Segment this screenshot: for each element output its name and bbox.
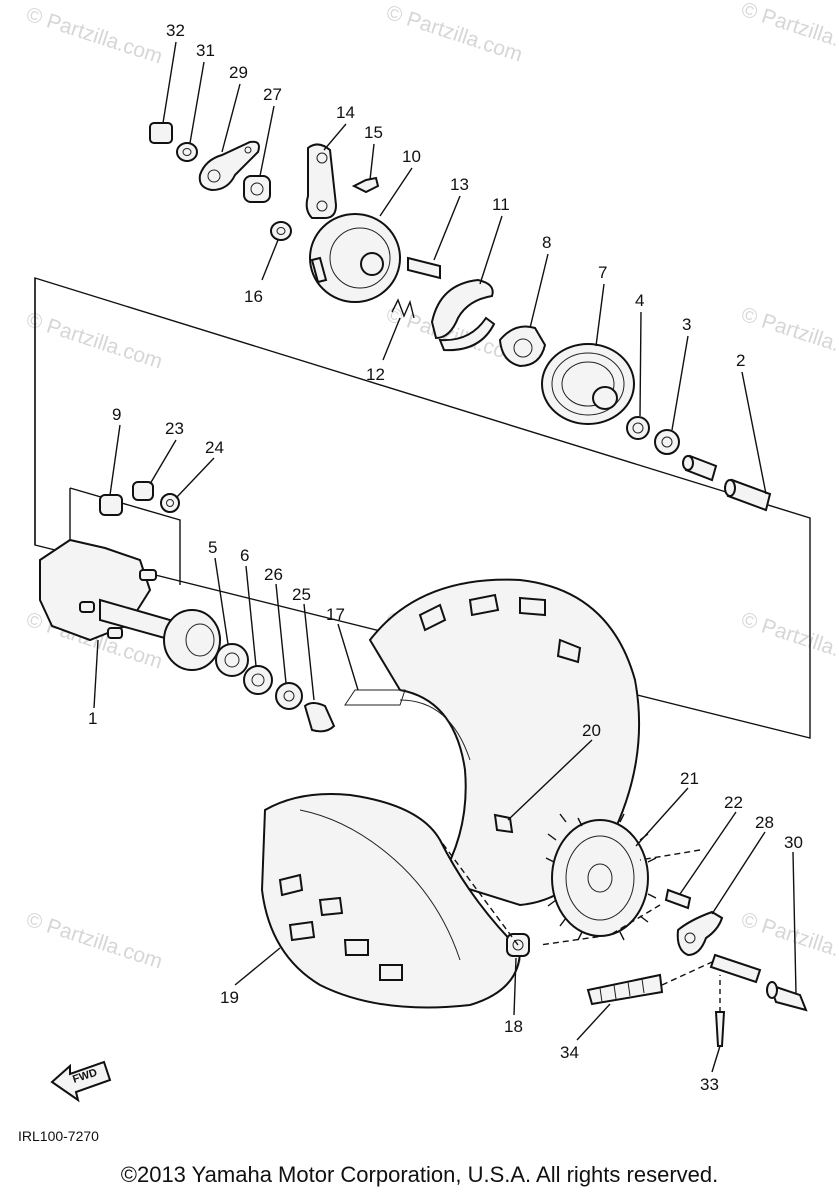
callout-24: 24 — [205, 438, 224, 457]
callout-14: 14 — [336, 103, 355, 122]
watermark-text: © Partzilla.com — [738, 608, 839, 674]
callout-labels: 32 31 29 27 14 15 10 13 11 8 7 4 3 2 12 … — [88, 21, 803, 1094]
watermark-text: © Partzilla.com — [23, 3, 165, 69]
callout-16: 16 — [244, 287, 263, 306]
callout-28: 28 — [755, 813, 774, 832]
axle-sleeve-2-shape — [724, 478, 772, 512]
nut-23-shape — [132, 481, 154, 501]
axle-bolt-30-shape — [709, 953, 808, 1012]
callout-11: 11 — [492, 195, 510, 214]
seal-6-shape — [243, 665, 273, 695]
cotter-pin-33-shape — [714, 1011, 726, 1047]
watermark-text: © Partzilla.com — [738, 303, 839, 369]
copyright-notice: ©2013 Yamaha Motor Corporation, U.S.A. A… — [120, 1162, 719, 1187]
callout-32: 32 — [166, 21, 185, 40]
callout-9: 9 — [112, 405, 121, 424]
callout-13: 13 — [450, 175, 469, 194]
callout-22: 22 — [724, 793, 743, 812]
watermark-text: © Partzilla.com — [738, 908, 839, 974]
callout-29: 29 — [229, 63, 248, 82]
fwd-arrow-icon: FWD — [50, 1060, 112, 1103]
adjuster-28-shape — [676, 910, 724, 957]
watermark-text: © Partzilla.com — [383, 1, 525, 67]
watermark-text: © Partzilla.com — [23, 308, 165, 374]
bolt-15-shape — [351, 176, 380, 194]
nut-32-shape — [149, 122, 173, 144]
hub-assembly-parts — [39, 481, 336, 733]
brake-shoe-11-shape — [430, 278, 496, 352]
callout-19: 19 — [220, 988, 239, 1007]
leader-lines — [93, 41, 797, 1073]
watermark-text: © Partzilla.com — [738, 0, 839, 63]
callout-3: 3 — [682, 315, 691, 334]
callout-34: 34 — [560, 1043, 579, 1062]
callout-12: 12 — [366, 365, 385, 384]
callout-25: 25 — [292, 585, 311, 604]
rim-half-17-shape — [344, 578, 641, 907]
callout-31: 31 — [196, 41, 215, 60]
collar-25-shape — [303, 702, 336, 733]
callout-1: 1 — [88, 709, 97, 728]
chain-34-shape — [586, 973, 664, 1006]
valve-20-shape — [493, 813, 514, 834]
callout-4: 4 — [635, 291, 644, 310]
callout-23: 23 — [165, 419, 184, 438]
hub-cover-8-shape — [498, 325, 547, 368]
callout-33: 33 — [700, 1075, 719, 1094]
callout-6: 6 — [240, 546, 249, 565]
brake-assembly-parts — [149, 122, 772, 512]
bolt-22-shape — [664, 888, 692, 910]
callout-10: 10 — [402, 147, 421, 166]
brake-panel-10-shape — [309, 213, 401, 303]
cam-13-shape — [407, 256, 441, 280]
callout-20: 20 — [582, 721, 601, 740]
diagram-code: IRL100-7270 — [18, 1128, 99, 1144]
brake-drum-7-shape — [541, 343, 635, 425]
bearing-5-shape — [215, 643, 249, 677]
spacer-tube-shape — [682, 454, 718, 482]
sprocket-21-shape — [545, 813, 657, 941]
seal-4-shape — [626, 416, 650, 440]
callout-17: 17 — [326, 605, 345, 624]
callout-8: 8 — [542, 233, 551, 252]
collar-27-shape — [243, 175, 271, 203]
callout-5: 5 — [208, 538, 217, 557]
washer-26-shape — [275, 682, 303, 710]
callout-2: 2 — [736, 351, 745, 370]
callout-15: 15 — [364, 123, 383, 142]
watermark-text: © Partzilla.com — [23, 908, 165, 974]
drive-parts — [545, 813, 808, 1047]
nut-9-shape — [99, 494, 123, 516]
callout-18: 18 — [504, 1017, 523, 1036]
washer-24-shape — [160, 493, 180, 513]
callout-30: 30 — [784, 833, 803, 852]
callout-26: 26 — [264, 565, 283, 584]
brake-arm-14-shape — [305, 143, 338, 219]
bearing-3-shape — [654, 429, 680, 455]
callout-21: 21 — [680, 769, 699, 788]
nut-16-shape — [270, 221, 292, 241]
callout-7: 7 — [598, 263, 607, 282]
wheel-tire-parts — [260, 578, 641, 1009]
spring-12-shape — [391, 298, 415, 319]
washer-31-shape — [176, 142, 198, 162]
hub-1-shape — [39, 538, 221, 671]
callout-27: 27 — [263, 85, 282, 104]
sprocket-arm-29-shape — [198, 140, 260, 192]
